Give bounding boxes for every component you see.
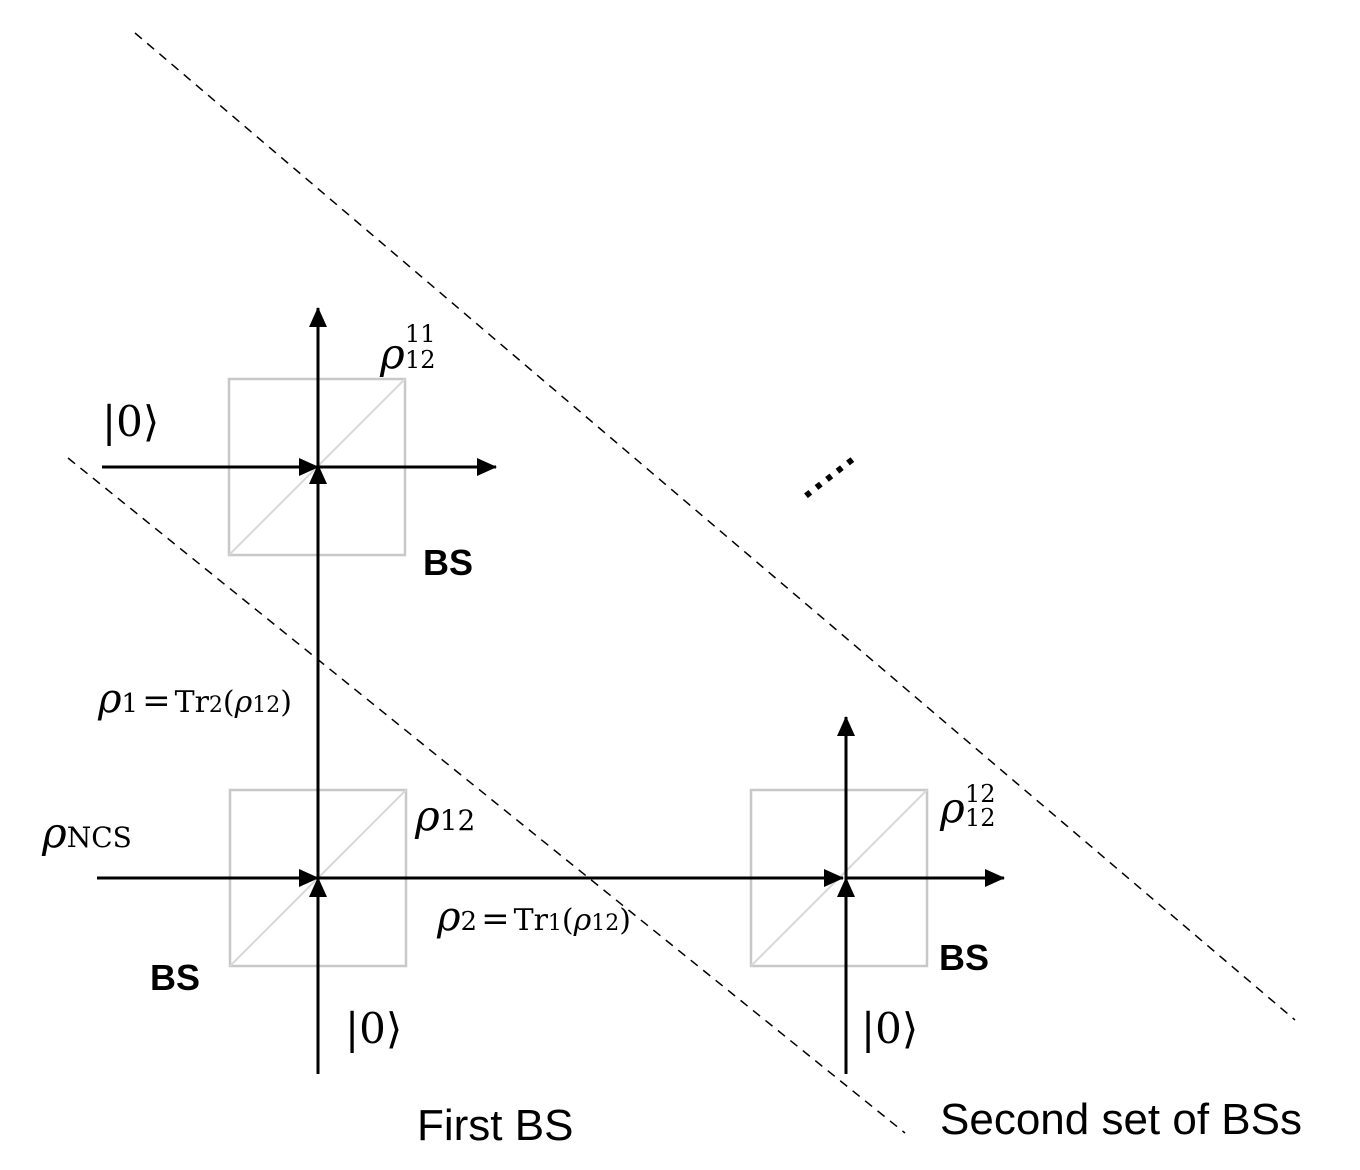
svg-text:12: 12 [965, 780, 996, 808]
caption-second-set: Second set of BSs [940, 1095, 1302, 1144]
ellipsis-dots: ····· [790, 439, 870, 515]
label-ket-zero-top: |0⟩ [102, 397, 159, 446]
label-bs-first: BS [150, 957, 200, 998]
dashed-separator-upper [134, 32, 1296, 1021]
label-rho-ncs: ρNCS [41, 808, 132, 857]
label-bs-top: BS [423, 542, 473, 583]
svg-text:12: 12 [405, 346, 436, 374]
label-ket-zero-first: |0⟩ [345, 1004, 402, 1053]
label-rho-12-11: ρ 11 12 [379, 320, 436, 378]
label-rho-1-partial-trace: ρ1=Tr2(ρ12) [97, 676, 292, 722]
label-rho-12: ρ12 [414, 791, 475, 840]
dashed-separator-lower [67, 457, 906, 1134]
caption-first-bs: First BS [417, 1101, 573, 1150]
label-bs-right: BS [939, 937, 989, 978]
svg-text:11: 11 [405, 320, 436, 348]
svg-text:ρ: ρ [939, 783, 965, 832]
svg-text:ρ: ρ [379, 329, 405, 378]
label-rho-2-partial-trace: ρ2=Tr1(ρ12) [436, 894, 631, 940]
label-ket-zero-right: |0⟩ [861, 1004, 918, 1053]
svg-text:12: 12 [965, 804, 996, 832]
label-rho-12-12: ρ 12 12 [939, 780, 996, 832]
